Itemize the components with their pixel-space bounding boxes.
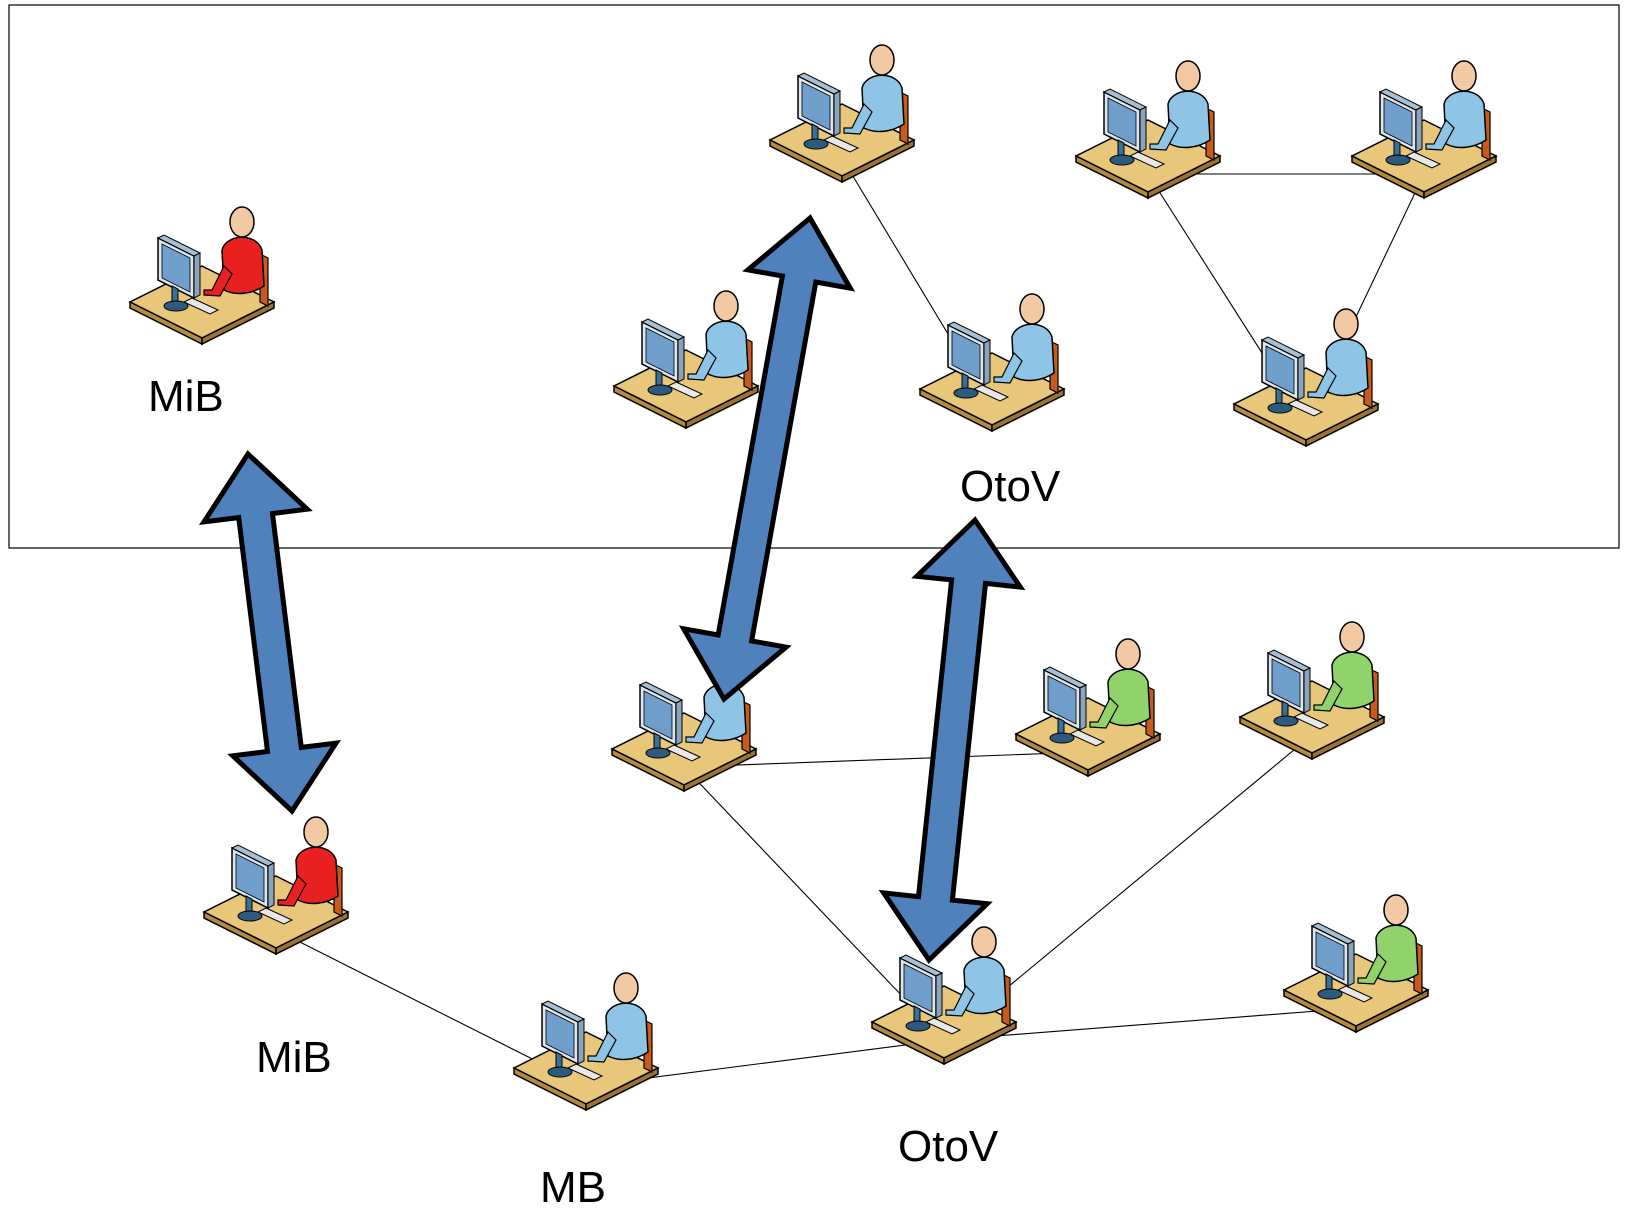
workstation-nodes [128, 44, 1498, 1112]
workstation-user-icon [1014, 638, 1162, 778]
label-upper-otov: OtoV [960, 462, 1061, 511]
workstation-user-icon [202, 816, 350, 956]
workstation-user-icon [918, 293, 1066, 433]
workstation-user-icon [768, 44, 916, 184]
label-lower-otov: OtoV [898, 1122, 999, 1171]
double-arrow-icon [678, 214, 856, 703]
workstation-user-icon [1282, 894, 1430, 1034]
workstation-user-icon [1074, 60, 1222, 200]
workstation-user-icon [128, 206, 276, 346]
workstation-user-icon [870, 926, 1018, 1066]
label-lower-mib: MiB [256, 1033, 332, 1082]
workstation-user-icon [1350, 60, 1498, 200]
workstation-user-icon [612, 290, 760, 430]
workstation-user-icon [512, 972, 660, 1112]
double-arrow-icon [198, 450, 342, 815]
connection-line [683, 751, 1089, 768]
label-lower-mb: MB [540, 1163, 606, 1209]
label-upper-mib: MiB [148, 372, 224, 421]
connection-line [943, 1007, 1357, 1041]
upper-layer-frame [8, 4, 1620, 549]
layer-link-arrows [198, 214, 1026, 964]
connection-lines [275, 157, 1425, 1087]
workstation-user-icon [1232, 308, 1380, 448]
workstation-user-icon [1238, 621, 1386, 761]
workstation-user-icon [610, 653, 758, 793]
double-arrow-icon [878, 516, 1026, 964]
